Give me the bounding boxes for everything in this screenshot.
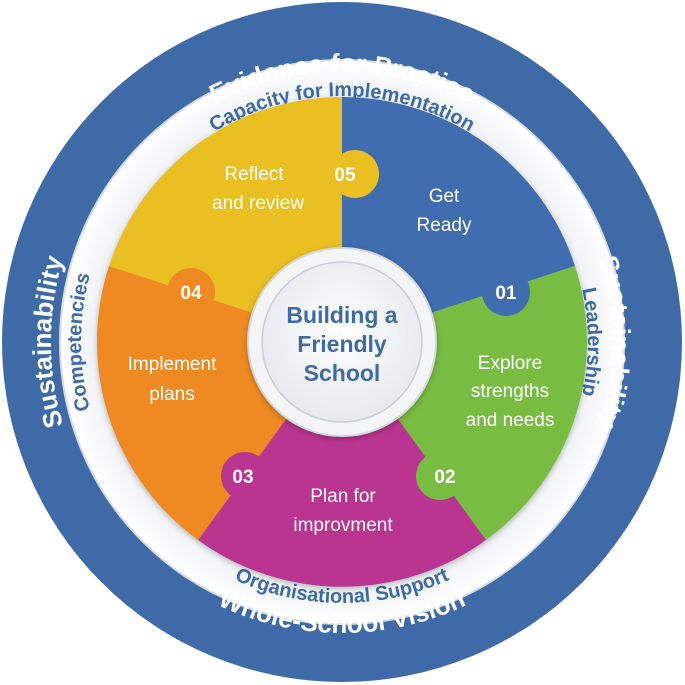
step-05-number: 05 [334, 165, 356, 186]
step-02-label-line3: and needs [466, 410, 555, 431]
step-04-badge [167, 268, 215, 316]
center-title-line3: School [304, 360, 381, 386]
step-03-number: 03 [232, 467, 253, 488]
step-01-number: 01 [495, 283, 517, 304]
step-04-label-line2: plans [149, 384, 194, 405]
cycle-segments [96, 96, 588, 587]
step-01-badge [482, 268, 530, 316]
step-05-label-line1: Reflect [224, 164, 284, 185]
step-04-label-line1: Implement [128, 354, 217, 375]
center-hub [261, 261, 423, 423]
step-01-label-line1: Get [429, 186, 460, 207]
step-04-number: 04 [180, 283, 202, 304]
step-02-number: 02 [434, 467, 455, 488]
step-03-label-line2: improvment [293, 515, 393, 536]
step-05-badge [331, 150, 379, 198]
step-01-label-line2: Ready [417, 215, 472, 236]
segment-plan-for-improvment [198, 342, 486, 587]
step-05-label-line2: and review [212, 193, 304, 214]
step-02-label-line1: Explore [478, 353, 542, 374]
step-02-badge [416, 452, 464, 500]
step-03-badge [221, 452, 269, 500]
center-title-line2: Friendly [297, 331, 387, 357]
step-02-label-line2: strengths [471, 381, 549, 402]
center-title-line1: Building a [286, 302, 397, 328]
step-03-label-line1: Plan for [310, 486, 376, 507]
